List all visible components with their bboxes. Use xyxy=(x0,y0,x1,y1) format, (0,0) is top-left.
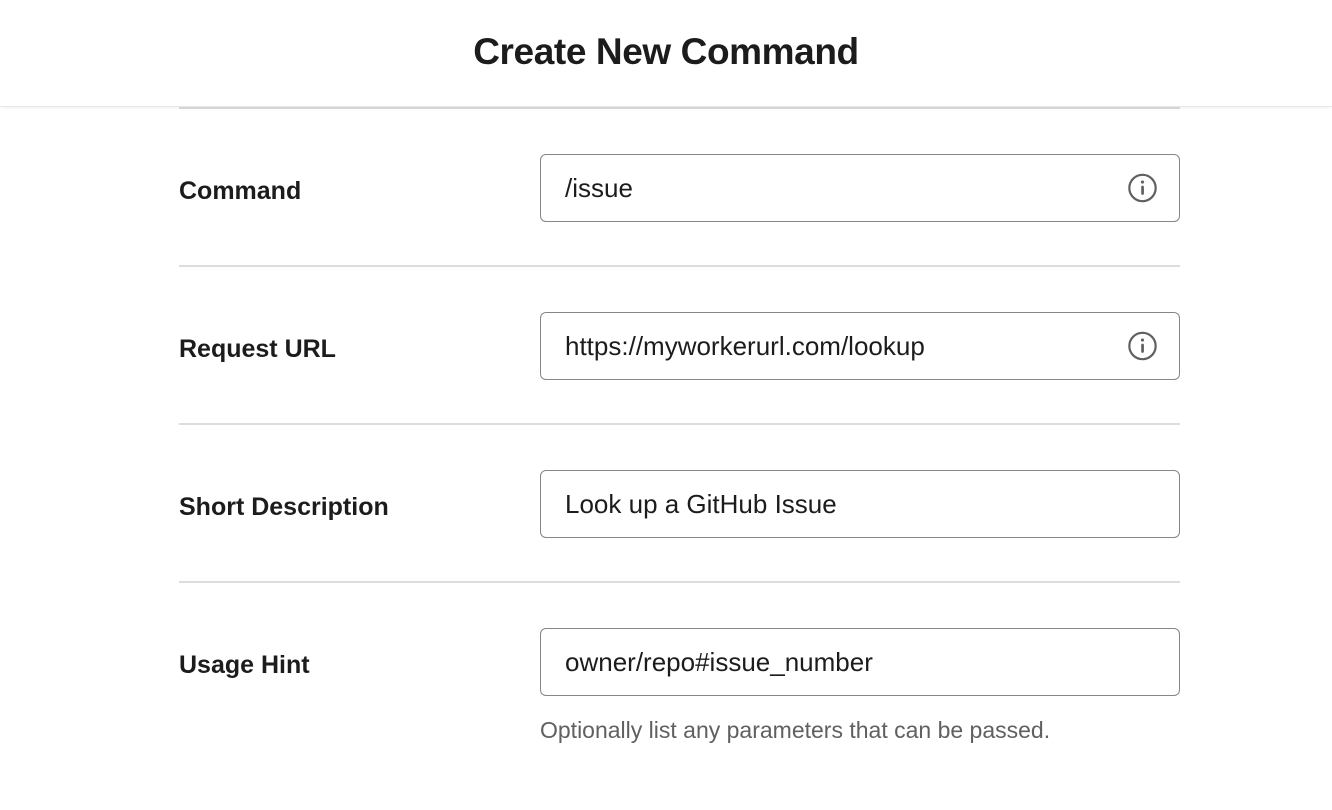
section-divider xyxy=(179,581,1180,583)
usage-hint-input[interactable] xyxy=(540,628,1180,696)
settings-form: Command Request URL xyxy=(0,107,1332,746)
page-title: Create New Command xyxy=(473,30,859,72)
info-circle-icon[interactable] xyxy=(1127,173,1158,204)
info-circle-icon[interactable] xyxy=(1127,331,1158,362)
field-wrap-short-description xyxy=(540,470,1180,538)
field-wrap-usage-hint xyxy=(540,628,1180,696)
page-header: Create New Command xyxy=(0,0,1332,107)
label-command: Command xyxy=(179,177,302,205)
form-row-short-description: Short Description xyxy=(179,470,1180,538)
form-row-request-url: Request URL xyxy=(179,312,1180,380)
form-row-command: Command xyxy=(179,154,1180,222)
section-divider xyxy=(179,107,1180,109)
field-wrap-request-url xyxy=(540,312,1180,380)
section-divider xyxy=(179,423,1180,425)
section-divider xyxy=(179,265,1180,267)
request-url-input[interactable] xyxy=(540,312,1180,380)
label-request-url: Request URL xyxy=(179,335,336,363)
label-usage-hint: Usage Hint xyxy=(179,651,310,679)
short-description-input[interactable] xyxy=(540,470,1180,538)
field-wrap-command xyxy=(540,154,1180,222)
command-input[interactable] xyxy=(540,154,1180,222)
label-short-description: Short Description xyxy=(179,493,389,521)
usage-hint-helper-text: Optionally list any parameters that can … xyxy=(540,717,1051,743)
form-row-usage-hint: Usage Hint Optionally list any parameter… xyxy=(179,628,1180,746)
